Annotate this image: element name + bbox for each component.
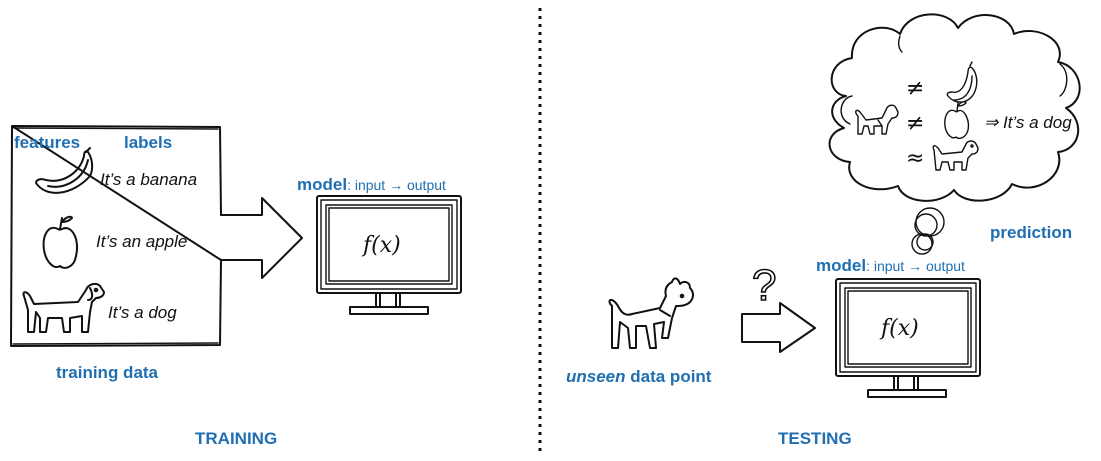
training-label-dog: It’s a dog <box>108 303 177 322</box>
unseen-data-point-caption: unseen data point <box>566 367 712 386</box>
training-data-box <box>10 125 222 347</box>
relation-not-equal-banana: ≠ <box>906 76 924 101</box>
cloud-apple-icon <box>944 101 970 139</box>
features-header: features <box>14 133 80 152</box>
training-monitor <box>316 195 462 315</box>
labels-header: labels <box>124 133 172 152</box>
training-label-banana: It’s a banana <box>100 170 197 189</box>
relation-approx-dog: ≈ <box>906 146 924 171</box>
thought-cloud <box>828 13 1081 202</box>
banana-icon <box>35 147 94 194</box>
testing-formula: f(x) <box>879 316 919 341</box>
relation-not-equal-apple: ≠ <box>906 111 924 136</box>
testing-monitor <box>835 278 981 398</box>
cloud-banana-icon <box>946 61 978 103</box>
training-arrow <box>220 197 303 279</box>
training-model-caption: model: input → output <box>297 175 446 194</box>
cloud-dog-small-icon <box>932 140 979 171</box>
training-section-title: TRAINING <box>195 429 277 448</box>
testing-section-title: TESTING <box>778 429 852 448</box>
training-data-caption: training data <box>56 363 159 382</box>
training-formula: f(x) <box>361 233 401 258</box>
question-mark: ? <box>752 261 776 310</box>
apple-icon <box>42 215 78 269</box>
cloud-dog-icon <box>855 104 899 135</box>
testing-model-caption: model: input → output <box>816 256 965 275</box>
prediction-label: prediction <box>990 223 1072 242</box>
testing-arrow <box>741 302 816 353</box>
thought-bubble-trail <box>911 207 945 255</box>
dog-icon <box>22 282 105 333</box>
training-label-apple: It’s an apple <box>96 232 187 251</box>
prediction-conclusion: ⇒ It’s a dog <box>984 113 1072 132</box>
unseen-dog-icon <box>608 277 694 349</box>
